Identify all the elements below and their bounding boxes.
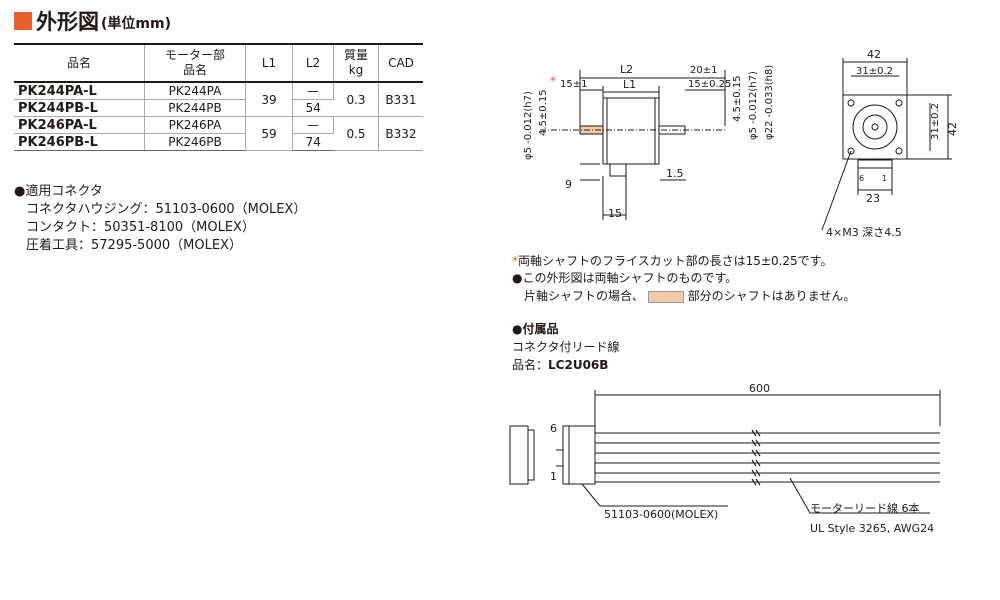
dim-45-left: 4.5±0.15 bbox=[538, 89, 549, 136]
lead-wire-spec: UL Style 3265, AWG24 bbox=[810, 522, 934, 535]
connector-line: コネクタハウジング：51103-0600（MOLEX） bbox=[26, 202, 307, 217]
title-row: 外形図 (単位mm) bbox=[14, 6, 171, 36]
col-header: 品名 bbox=[14, 43, 145, 83]
lead-connector-label: 51103-0600(MOLEX) bbox=[604, 508, 718, 521]
lead-connector-side bbox=[509, 425, 529, 485]
lead-pin-1: 1 bbox=[550, 470, 557, 483]
motor-cell: PK246PB bbox=[144, 133, 246, 151]
dim-15a: 15±1 bbox=[560, 79, 587, 90]
dim-45-right: 4.5±0.15 bbox=[732, 75, 743, 122]
model-cell: PK244PA-L bbox=[14, 82, 145, 100]
screw-label: 4×M3 深さ4.5 bbox=[826, 226, 902, 239]
dim-15b: 15±0.25 bbox=[688, 79, 731, 90]
spec-table: 品名 モーター部 品名 L1 L2 質量 kg CAD PK244PA-L PK… bbox=[14, 43, 423, 151]
dim-20: 20±1 bbox=[690, 65, 717, 76]
star-mark: * bbox=[550, 74, 556, 88]
accessory-name: コネクタ付リード線 bbox=[512, 340, 620, 354]
dim-23: 23 bbox=[866, 192, 880, 205]
model-cell: PK246PB-L bbox=[14, 133, 145, 151]
l2-cell: 54 bbox=[292, 99, 334, 117]
mass-cell: 0.5 bbox=[333, 116, 379, 151]
motor-body-side bbox=[602, 97, 660, 165]
dim-l2: L2 bbox=[620, 63, 633, 76]
l2-cell: — bbox=[292, 116, 334, 134]
star-note-text: 両軸シャフトのフライスカット部の長さは15±0.25です。 bbox=[518, 254, 833, 268]
shaft-note-b: 部分のシャフトはありません。 bbox=[687, 289, 856, 303]
motor-cell: PK244PA bbox=[144, 82, 246, 100]
cad-cell: B331 bbox=[378, 82, 423, 117]
table-row: PK244PB-L PK244PB 54 bbox=[14, 99, 423, 117]
dim-phi5-left: φ5 -0.012(h7) bbox=[523, 91, 534, 160]
connector-heading: ●適用コネクタ bbox=[14, 184, 103, 199]
connector-line: 圧着工具：57295-5000（MOLEX） bbox=[26, 238, 242, 253]
dim-42-side: 42 bbox=[946, 122, 959, 136]
table-row: PK246PB-L PK246PB 74 bbox=[14, 133, 423, 151]
dim-31-side: 31±0.2 bbox=[930, 103, 941, 140]
dim-31-top: 31±0.2 bbox=[856, 66, 893, 77]
dim-42-top: 42 bbox=[867, 48, 881, 61]
col-header: L2 bbox=[292, 43, 334, 83]
dim-1-5: 1.5 bbox=[666, 167, 684, 180]
lead-pin-6: 6 bbox=[550, 422, 557, 435]
connector-line: コンタクト：50351-8100（MOLEX） bbox=[26, 220, 255, 235]
table-row: PK244PA-L PK244PA 39 — 0.3 B331 bbox=[14, 82, 423, 117]
l2-cell: 74 bbox=[292, 133, 334, 151]
unit-label: (単位mm) bbox=[101, 16, 171, 32]
motor-cell: PK246PA bbox=[144, 116, 246, 134]
shaft-note-a: 片軸シャフトの場合、 bbox=[524, 289, 645, 303]
lead-connector bbox=[562, 425, 596, 485]
shaft-highlight-swatch bbox=[647, 290, 684, 303]
lead-wire-drawing: 600 6 1 51103-0600(MOLEX) モーターリード線 6本 UL… bbox=[509, 382, 941, 535]
outline-note: ●この外形図は両軸シャフトのものです。 bbox=[512, 271, 738, 285]
model-cell: PK244PB-L bbox=[14, 99, 145, 117]
l1-cell: 39 bbox=[245, 82, 293, 117]
motor-outline-drawing: L2 L1 20±1 15±1 15±0.25 * φ5 -0.012(h7) … bbox=[523, 48, 959, 239]
col-header: CAD bbox=[378, 43, 423, 83]
dim-l1: L1 bbox=[623, 78, 636, 91]
star-mark: * bbox=[512, 254, 518, 268]
dim-9: 9 bbox=[565, 178, 572, 191]
accessory-model: LC2U06B bbox=[548, 358, 609, 372]
dim-phi22: φ22 -0.033(h8) bbox=[764, 65, 775, 140]
front-connector bbox=[857, 159, 893, 169]
accessory-model-row: 品名：LC2U06B bbox=[512, 356, 608, 373]
wire-break-mark bbox=[751, 429, 761, 486]
connector-block bbox=[609, 163, 627, 177]
star-note: *両軸シャフトのフライスカット部の長さは15±0.25です。 bbox=[512, 252, 833, 269]
table-row: PK246PA-L PK246PA 59 — 0.5 B332 bbox=[14, 116, 423, 151]
motor-cell: PK244PB bbox=[144, 99, 246, 117]
l1-cell: 59 bbox=[245, 116, 293, 151]
col-header: モーター部 品名 bbox=[144, 43, 246, 83]
col-header: L1 bbox=[245, 43, 293, 83]
accessory-model-label: 品名： bbox=[512, 358, 549, 372]
col-header: 質量 kg bbox=[333, 43, 379, 83]
dim-phi5-right: φ5 -0.012(h7) bbox=[748, 71, 759, 140]
motor-body-front bbox=[842, 94, 908, 160]
shaft-note: 片軸シャフトの場合、 部分のシャフトはありません。 bbox=[524, 287, 855, 304]
lead-length: 600 bbox=[749, 382, 770, 395]
front-pin-6: 6 bbox=[859, 174, 864, 183]
mass-cell: 0.3 bbox=[333, 82, 379, 117]
page-title: 外形図 bbox=[36, 10, 99, 34]
dim-15: 15 bbox=[608, 207, 622, 220]
cad-cell: B332 bbox=[378, 116, 423, 151]
front-pin-1: 1 bbox=[882, 174, 887, 183]
model-cell: PK246PA-L bbox=[14, 116, 145, 134]
accessory-heading: ●付属品 bbox=[512, 322, 559, 336]
title-marker bbox=[14, 12, 32, 30]
l2-cell: — bbox=[292, 82, 334, 100]
lead-wire-label: モーターリード線 6本 bbox=[810, 501, 920, 515]
